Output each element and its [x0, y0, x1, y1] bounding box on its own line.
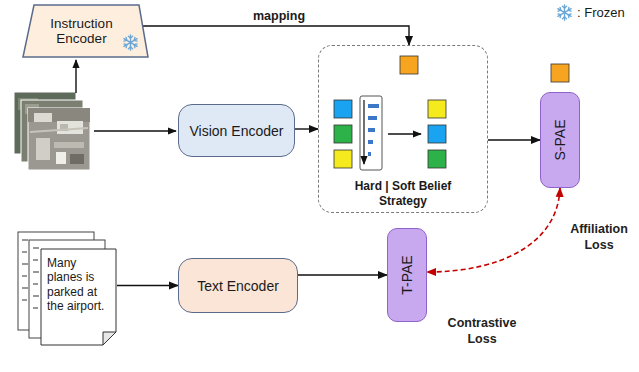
loss-label: Affiliation Loss — [566, 222, 632, 253]
flow-arrow — [117, 285, 178, 286]
frozen-encoder: Instruction Encoder — [22, 4, 149, 58]
image-arrow — [75, 60, 76, 93]
text-stack: Text Encoder — [197, 278, 279, 294]
frozen-icon — [556, 4, 573, 21]
strategy-group: Hard | Soft Belief Strategy — [318, 45, 488, 213]
node-label: Vision Encoder — [190, 123, 284, 139]
encoder-box: Vision Encoder — [178, 104, 295, 157]
flow-arrow — [143, 26, 409, 45]
image-arrow — [94, 130, 176, 131]
ranking-icon — [360, 96, 382, 170]
pae-box: S-PAE — [540, 92, 580, 188]
page-fold — [103, 332, 116, 345]
flow-arrow — [488, 139, 540, 140]
page-shape — [41, 249, 116, 345]
loss-label: Contrastive Loss — [440, 316, 524, 347]
sort-arrow — [388, 133, 421, 134]
text-stack: Vision Encoder — [190, 123, 284, 139]
text-stack: Instruction Encoder — [38, 16, 125, 46]
node-label: Instruction Encoder — [38, 16, 125, 46]
pae-box: T-PAE — [387, 228, 427, 322]
text-stack: T-PAE — [399, 255, 415, 294]
text-stack: S-PAE — [552, 120, 568, 161]
text-stack: Hard | Soft Belief Strategy — [319, 179, 487, 208]
legend-row: : Frozen — [556, 4, 625, 21]
flow-arrow — [295, 128, 318, 129]
flow-arrow — [298, 274, 387, 275]
satellite-images — [14, 92, 90, 170]
text-stack: Many planes is parked at the airport. — [47, 256, 111, 314]
legend-text: : Frozen — [577, 5, 625, 20]
vertical-label: S-PAE — [552, 120, 568, 161]
caption-document: Many planes is parked at the airport. — [40, 248, 117, 346]
encoder-box: Text Encoder — [178, 258, 298, 313]
node-label: Hard | Soft Belief Strategy — [354, 179, 452, 208]
vertical-label: T-PAE — [399, 255, 415, 294]
loss-connector — [427, 188, 560, 272]
edge-label: mapping — [250, 9, 308, 23]
node-label: Many planes is parked at the airport. — [47, 256, 111, 314]
trapezoid-shape — [23, 5, 148, 57]
frozen-icon — [124, 35, 137, 50]
node-label: Text Encoder — [197, 278, 279, 294]
